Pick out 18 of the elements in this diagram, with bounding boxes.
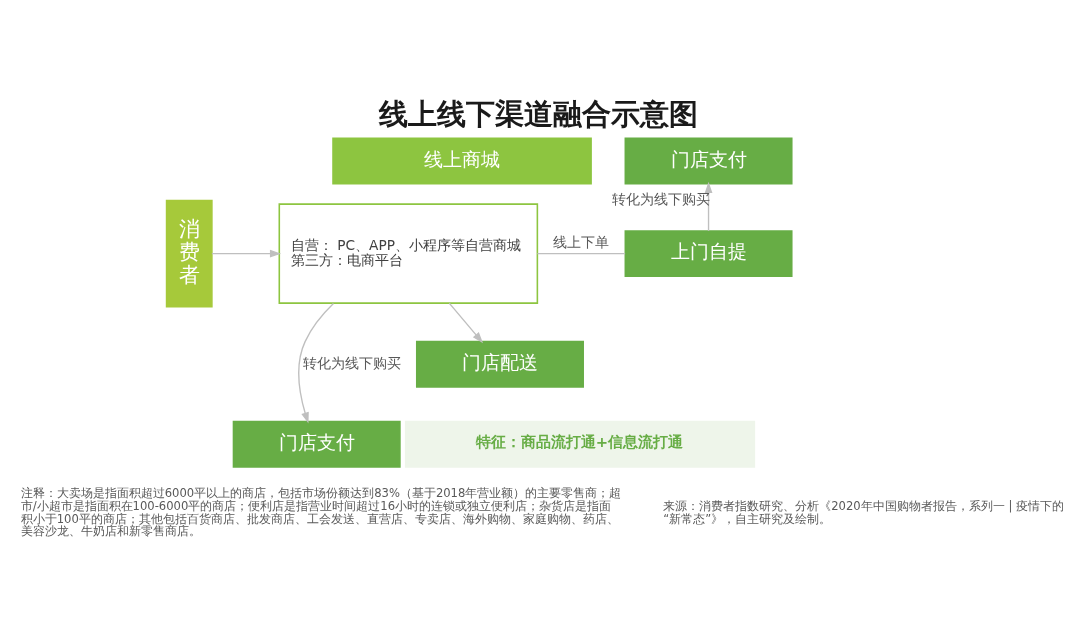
arrow — [298, 302, 335, 424]
node-box: 线上商城 — [332, 137, 592, 185]
diagram-title: 线上线下渠道融合示意图 — [378, 96, 698, 131]
arrow — [448, 302, 484, 344]
label: 注释：大卖场是指面积超过6000平以上的商店，包括市场份额达到83%（基于2018年营业额）的主要零售商；超市/小超市是指面积在100-6000平的商店；便利店是指营业时间超过16小时的连锁或独立便利店；杂货店是指面积小于100平的商店；其他包括百货商店、批发商店、工会发送、直营店、专卖店、海外购物、家庭购物、药店、美容沙龙、牛奶店和新零售商店。 — [20, 486, 622, 539]
arrow — [704, 181, 713, 232]
node-box: 门店配送 — [415, 340, 584, 388]
connector — [536, 252, 626, 255]
node-box: 门店支付 — [624, 137, 793, 185]
node-box: 消费者 — [165, 199, 213, 308]
label: 来源：消费者指数研究、分析《2020年中国购物者报告，系列一 | 疫情下的“新常态”》，自主研究及绘制。 — [663, 498, 1064, 526]
edge-label: 转化为线下购买 — [303, 354, 402, 371]
node-box: 上门自提 — [624, 230, 793, 278]
edge-label: 线上下单 — [553, 233, 610, 250]
node-box: 门店支付 — [232, 420, 401, 468]
node-box: 自营： PC、APP、小程序等自营商城 第三方：电商平台 — [278, 203, 539, 304]
edge-label: 转化为线下购买 — [612, 190, 711, 207]
arrow — [211, 249, 282, 258]
